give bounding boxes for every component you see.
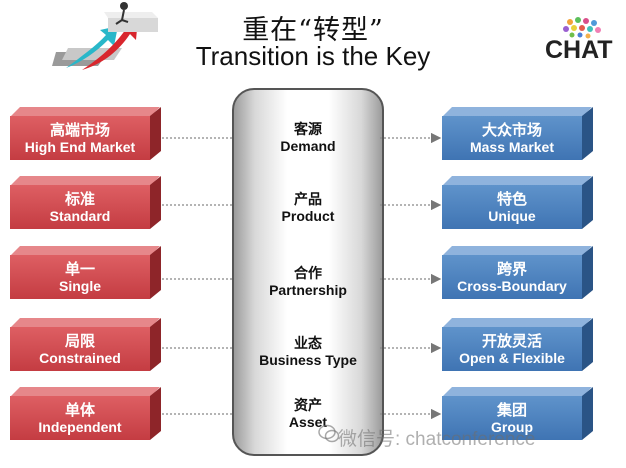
wechat-icon xyxy=(318,424,340,443)
to-label-en: Cross-Boundary xyxy=(457,277,567,294)
dimension-label-en: Product xyxy=(281,208,335,224)
chat-logo-dots xyxy=(563,17,601,39)
from-label-en: Single xyxy=(58,277,101,294)
page-title-english: Transition is the Key xyxy=(195,41,431,71)
from-label-cn: 高端市场 xyxy=(49,120,110,139)
to-label-cn: 大众市场 xyxy=(481,120,542,139)
dimension-partnership: 合作 Partnership xyxy=(232,266,384,299)
dimension-demand: 客源 Demand xyxy=(232,122,384,155)
to-label-en: Group xyxy=(491,418,533,435)
to-label-cn: 集团 xyxy=(496,400,527,419)
to-label-cn: 跨界 xyxy=(496,259,527,278)
from-label-cn: 单体 xyxy=(64,400,95,419)
dimension-business-type: 业态 Business Type xyxy=(232,336,384,369)
dimension-label-cn: 合作 xyxy=(294,266,322,282)
from-label-cn: 标准 xyxy=(64,189,95,208)
to-label-en: Open & Flexible xyxy=(459,349,565,366)
wechat-watermark: 微信号: chatconference xyxy=(338,429,536,450)
dimension-product: 产品 Product xyxy=(232,192,384,225)
dimension-asset: 资产 Asset xyxy=(232,398,384,431)
from-label-en: High End Market xyxy=(24,138,136,155)
from-label-cn: 局限 xyxy=(64,331,95,350)
growth-arrow-illustration xyxy=(52,2,158,70)
dimension-label-cn: 产品 xyxy=(294,192,322,208)
transition-dimensions-column xyxy=(232,88,384,456)
to-label-cn: 特色 xyxy=(496,189,527,208)
from-label-en: Constrained xyxy=(39,349,121,366)
to-label-en: Mass Market xyxy=(469,138,555,155)
to-label-cn: 开放灵活 xyxy=(481,331,542,350)
dimension-label-en: Partnership xyxy=(269,282,347,298)
page-title-chinese: 重在“转型” xyxy=(242,15,384,46)
to-label-en: Unique xyxy=(488,207,536,224)
from-label-en: Standard xyxy=(49,207,111,224)
from-label-en: Independent xyxy=(38,418,122,435)
dimension-label-en: Demand xyxy=(280,138,336,154)
from-label-cn: 单一 xyxy=(64,259,95,278)
dimension-label-cn: 资产 xyxy=(294,398,322,414)
chat-logo-text: CHAT xyxy=(545,36,613,64)
dimension-label-en: Business Type xyxy=(259,352,357,368)
dimension-label-cn: 客源 xyxy=(294,122,322,138)
dimension-label-cn: 业态 xyxy=(294,336,322,352)
dimension-label-en: Asset xyxy=(288,414,328,430)
